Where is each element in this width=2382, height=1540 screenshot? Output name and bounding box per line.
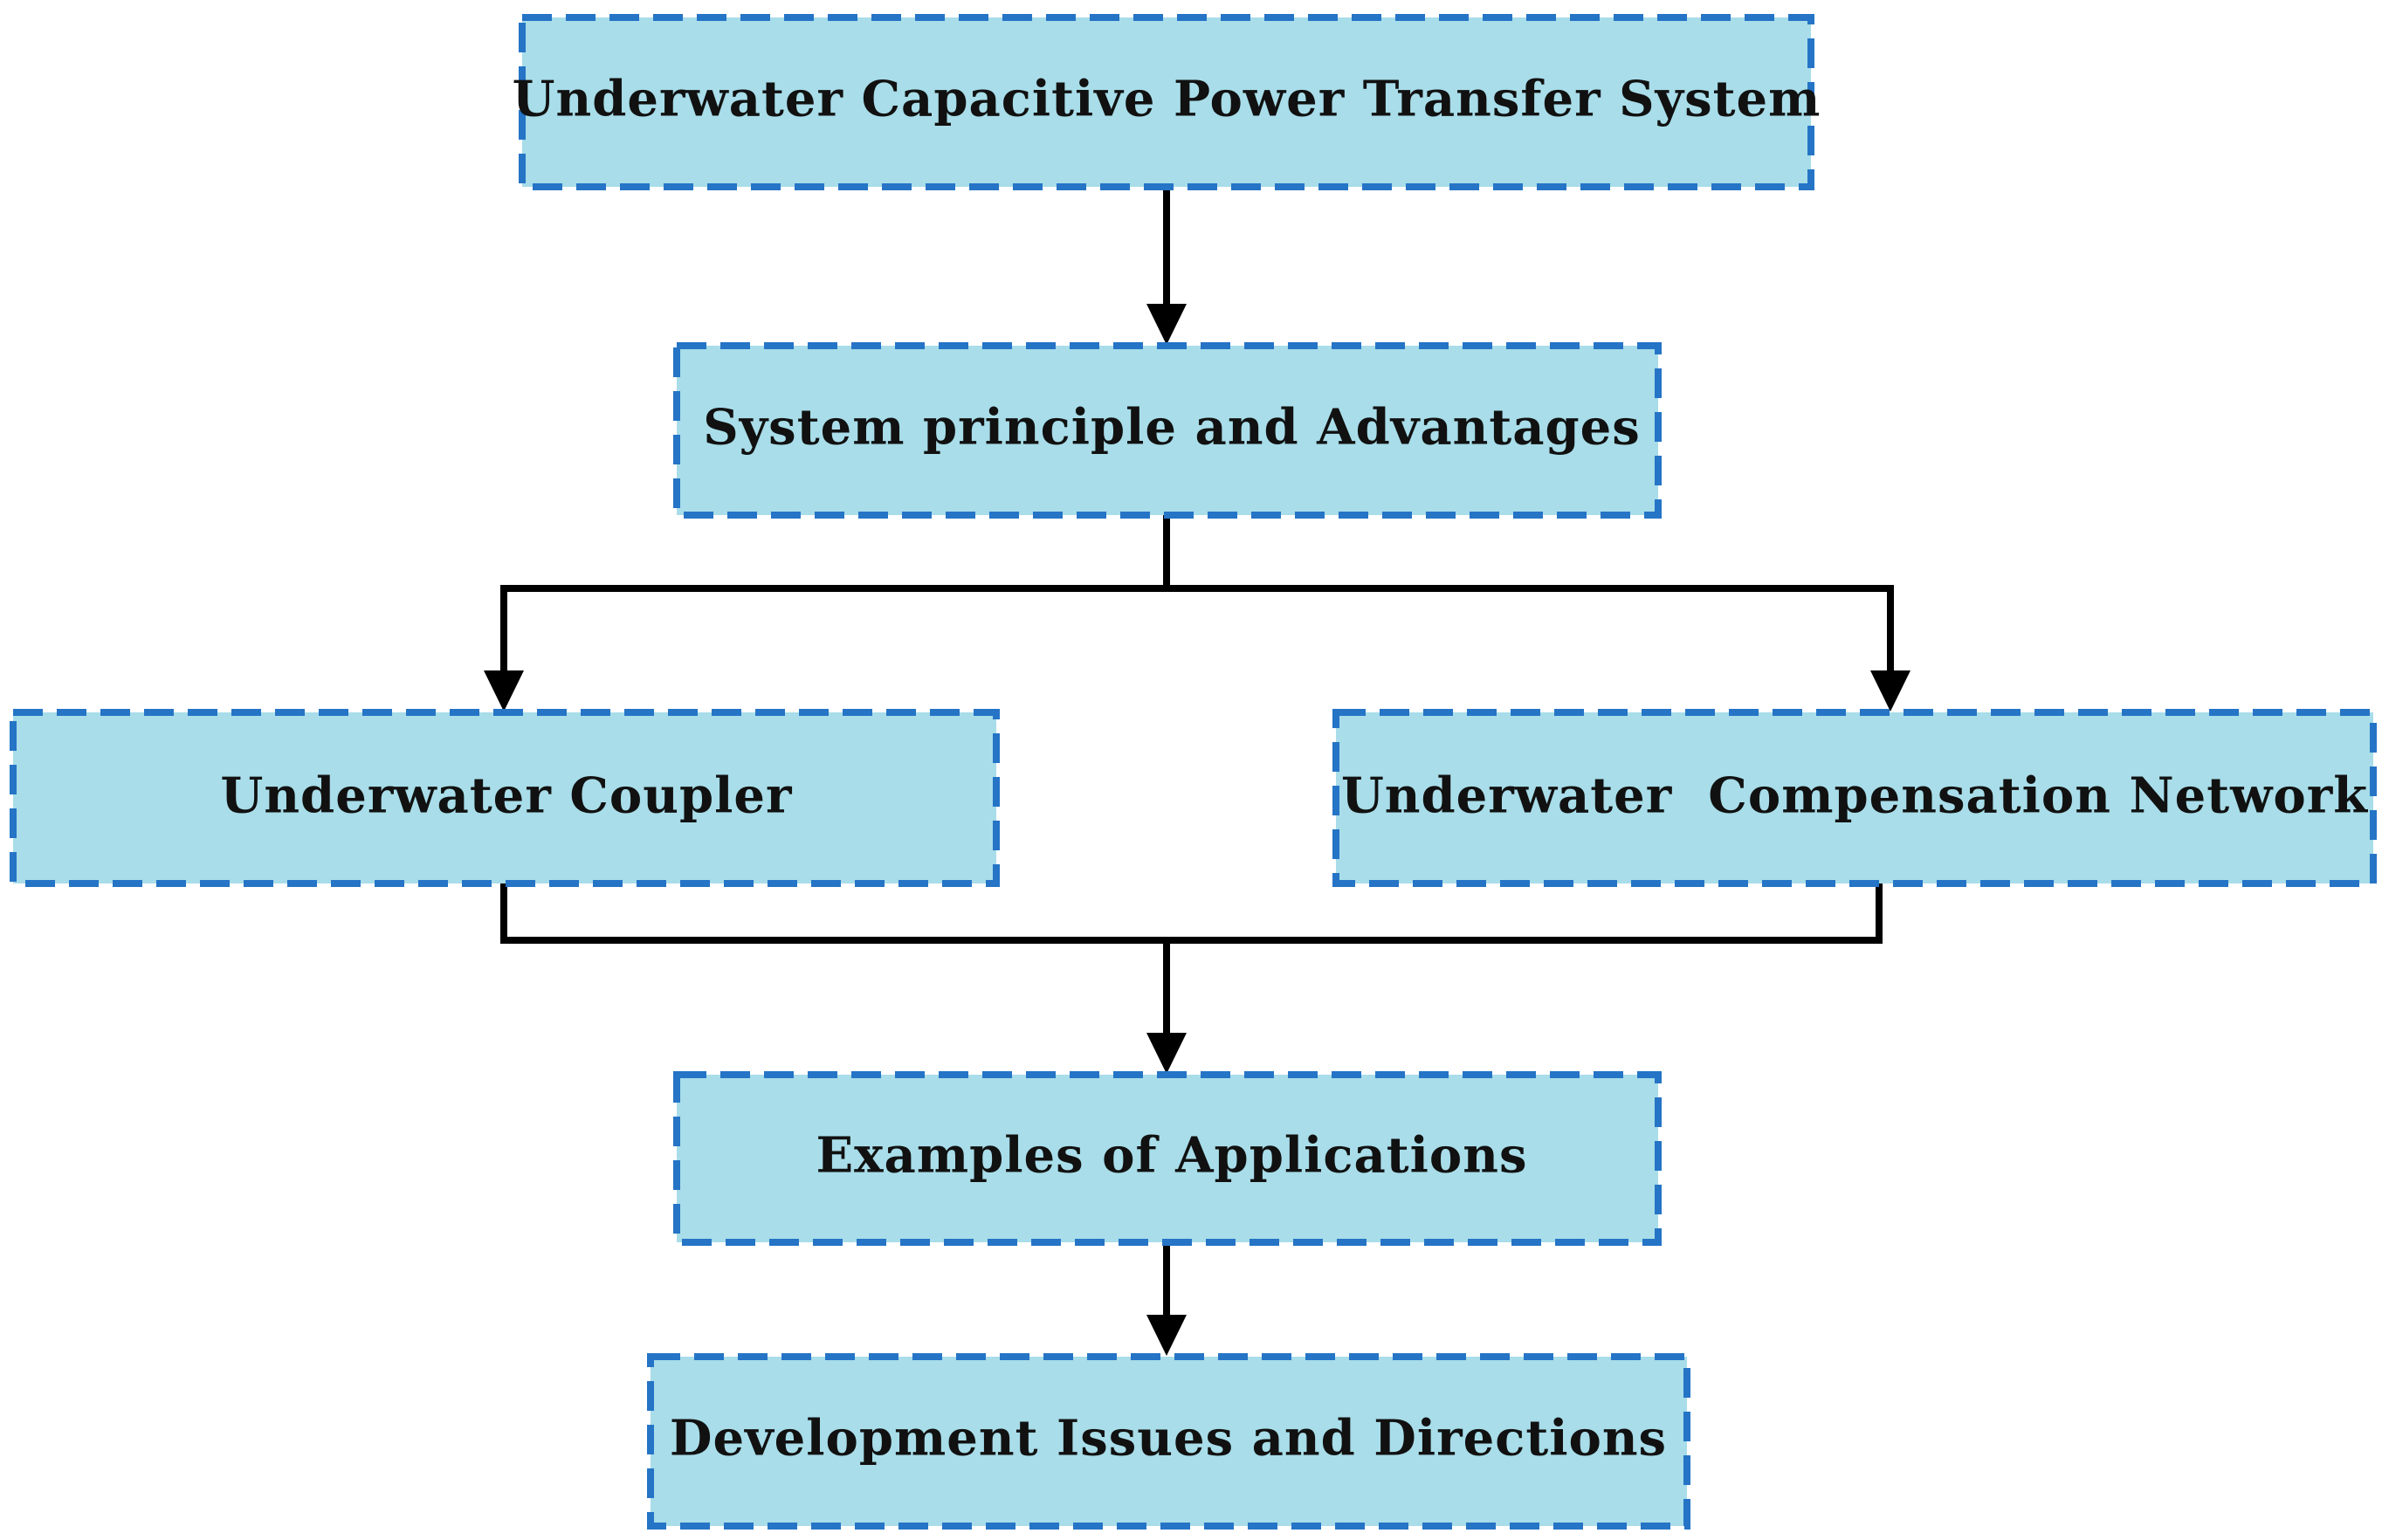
node-label: System principle and Advantages [703,399,1641,457]
node-issues: Development Issues and Directions [647,1353,1690,1530]
node-compensation: Underwater Compensation Network [1332,709,2377,887]
arrowhead-coupler [484,670,524,712]
node-label: Examples of Applications [816,1127,1527,1185]
node-coupler: Underwater Coupler [10,709,1000,887]
arrowhead-compensation [1870,670,1910,712]
node-applications: Examples of Applications [673,1071,1662,1246]
edge-principle-split [500,515,1894,672]
node-box [647,1353,1690,1530]
node-label: Underwater Coupler [220,767,793,825]
node-box [673,1071,1662,1246]
connectors [484,187,1910,1356]
arrowhead-applications [1146,1033,1187,1074]
node-box [673,342,1662,519]
node-box [1332,709,2377,887]
node-box [10,709,1000,887]
arrowhead-principle [1146,304,1187,345]
node-box [519,14,1814,190]
arrowhead-issues [1146,1315,1187,1356]
node-system: Underwater Capacitive Power Transfer Sys… [513,14,1821,190]
node-principle: System principle and Advantages [673,342,1662,519]
node-label: Underwater Capacitive Power Transfer Sys… [513,71,1821,128]
edge-merge-to-applications [500,883,1883,1035]
node-label: Development Issues and Directions [670,1410,1667,1468]
node-label: Underwater Compensation Network [1341,767,2368,825]
